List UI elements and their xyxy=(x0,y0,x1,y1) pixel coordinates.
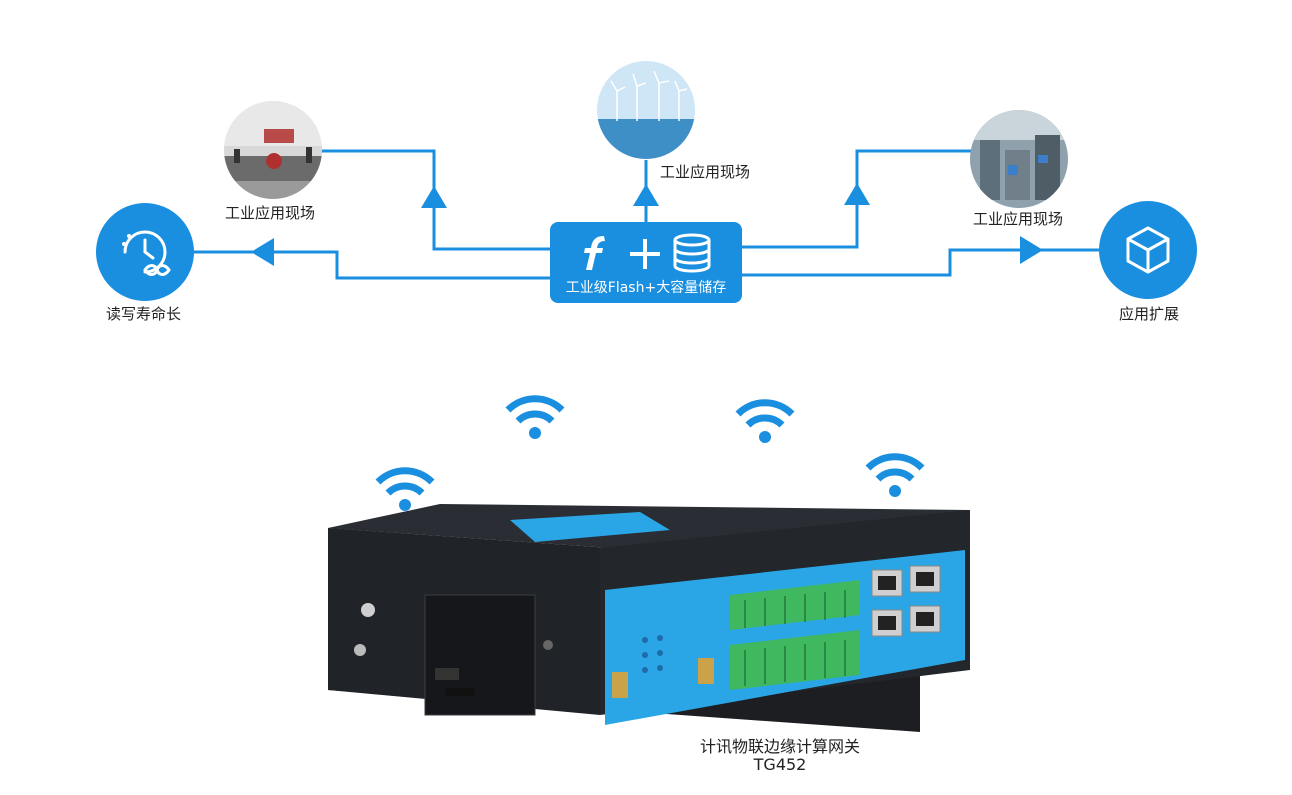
node-label-right-top: 工业应用现场 xyxy=(973,210,1064,228)
database-icon xyxy=(673,233,711,273)
center-feature-box: 工业级Flash+大容量储存 xyxy=(550,222,742,303)
wifi-icon xyxy=(865,453,925,497)
gateway-device xyxy=(328,504,970,732)
node-label-center-top: 工业应用现场 xyxy=(660,163,751,181)
production-line-photo xyxy=(970,110,1068,208)
node-label-left-top: 工业应用现场 xyxy=(225,204,316,222)
clock-infinity-icon xyxy=(122,230,171,276)
arrow-up-icon xyxy=(633,184,659,206)
node-label-right: 应用扩展 xyxy=(1119,305,1180,323)
arrow-left-icon xyxy=(251,238,274,266)
wind-turbines-photo xyxy=(597,61,695,159)
factory-photo xyxy=(224,101,322,199)
node-label-left: 读写寿命长 xyxy=(106,305,182,323)
flash-icon xyxy=(584,236,605,270)
wifi-icon xyxy=(735,399,795,443)
clock-infinity-icon-circle xyxy=(96,203,194,301)
arrow-up-icon xyxy=(421,186,447,208)
product-model: TG452 xyxy=(753,755,807,774)
plus-icon xyxy=(630,239,660,269)
arrow-right-icon xyxy=(1020,236,1043,264)
cube-icon-circle xyxy=(1099,201,1197,299)
arrow-up-icon xyxy=(844,183,870,205)
product-name: 计讯物联边缘计算网关 xyxy=(699,737,860,756)
wifi-icon xyxy=(505,395,565,439)
cube-icon xyxy=(1126,226,1170,274)
wifi-icon xyxy=(375,467,435,511)
center-feature-label: 工业级Flash+大容量储存 xyxy=(565,280,727,296)
